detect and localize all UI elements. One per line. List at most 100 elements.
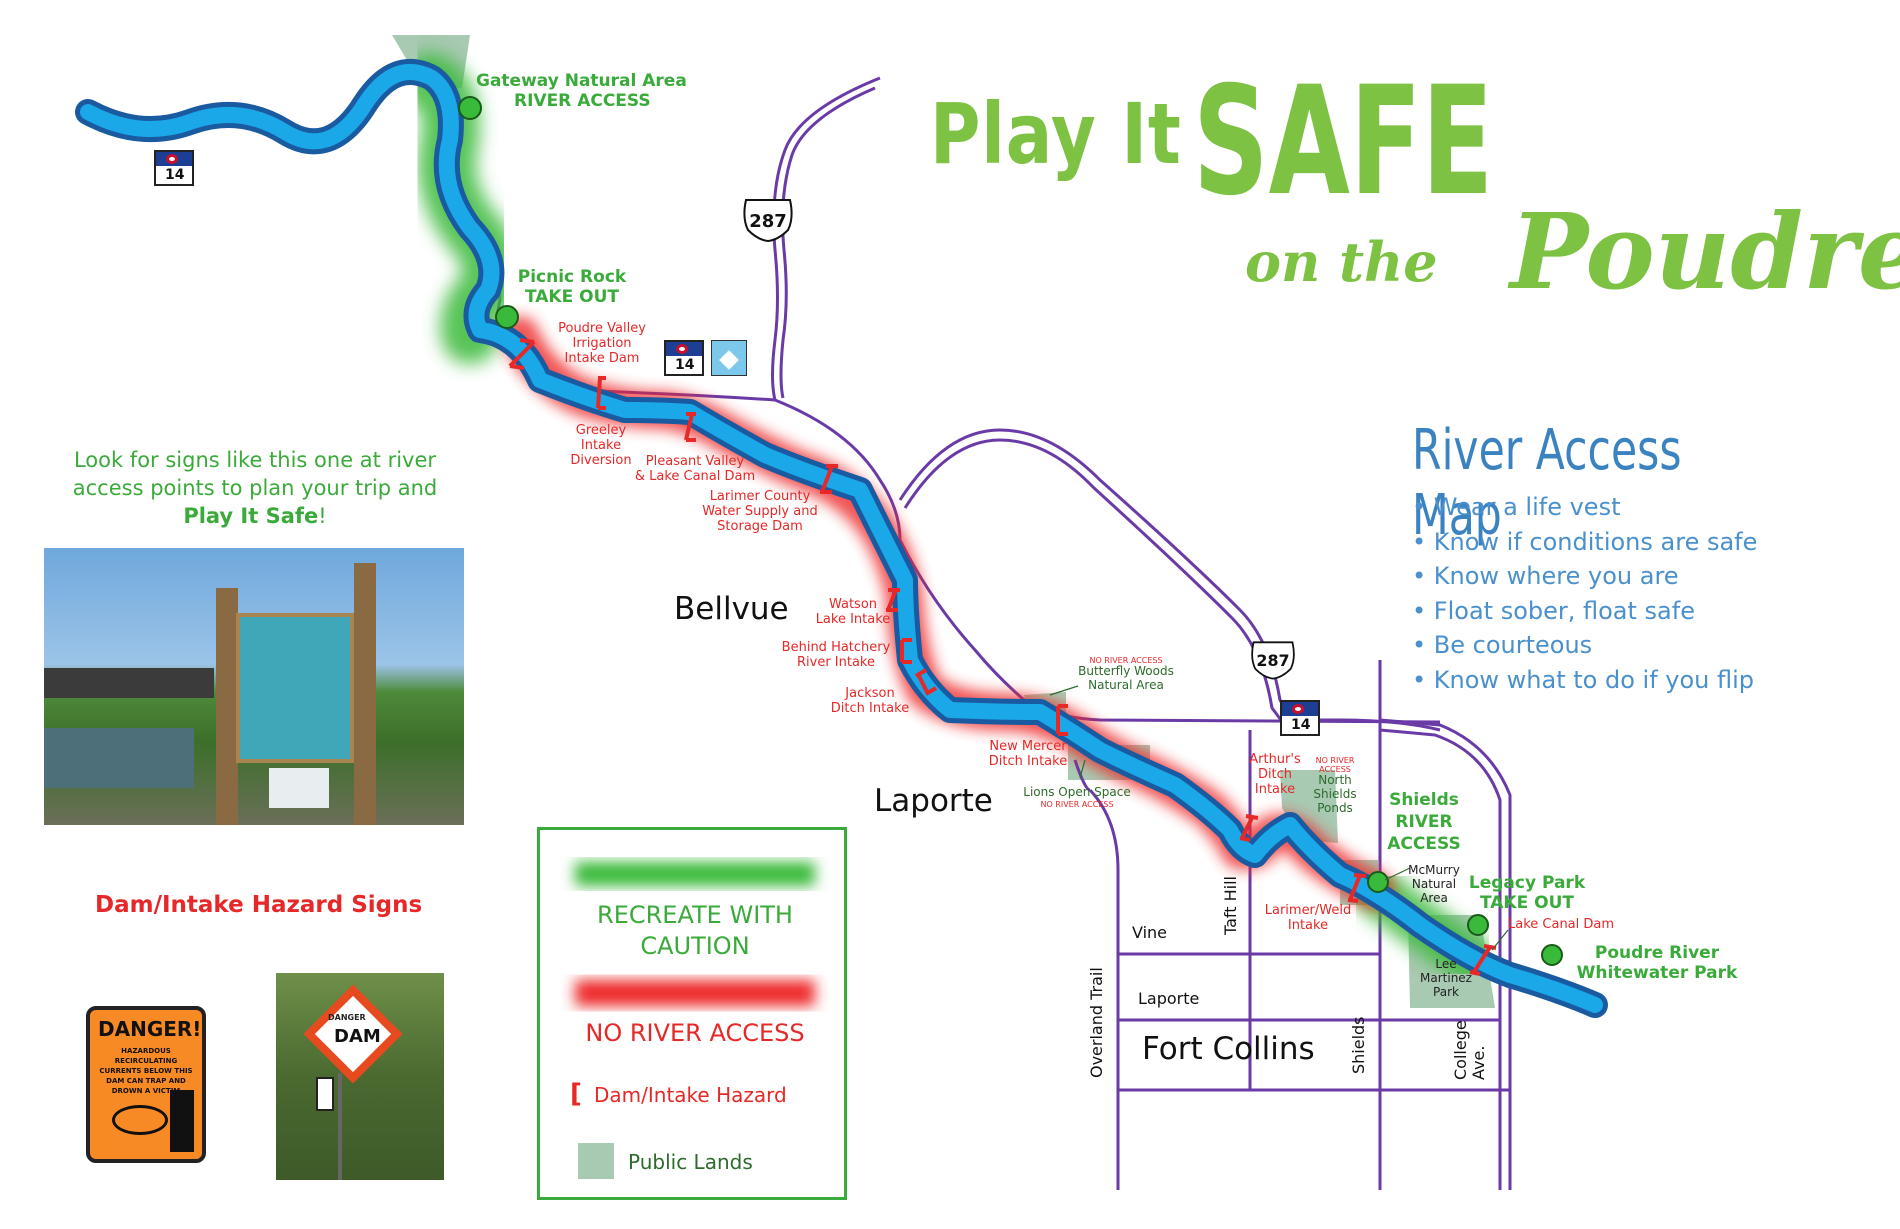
hazard-label-hatchery: Behind Hatchery River Intake	[780, 640, 892, 671]
hwy287-loop-b	[903, 438, 1286, 725]
co14-number: 14	[165, 167, 185, 183]
play-it-safe-emphasis: Play It Safe	[183, 504, 319, 528]
us287-number: 287	[1256, 651, 1289, 670]
hazard-line: River Intake	[796, 654, 875, 670]
river-layer	[75, 58, 1608, 1018]
overland-north	[1073, 759, 1091, 792]
hazard-line: Intake	[1287, 917, 1329, 933]
land-line: Lions Open Space	[1023, 785, 1131, 799]
hazard-line: Greeley	[575, 423, 627, 438]
picnic-rock-label: Picnic Rock TAKE OUT	[512, 267, 632, 307]
gateway-access-dot[interactable]	[458, 96, 482, 120]
hazard-label-watson: Watson Lake Intake	[808, 597, 898, 628]
hwy14-main	[774, 398, 902, 541]
hazard-signs-caption: Dam/Intake Hazard Signs	[95, 892, 423, 918]
legend-red-swatch	[575, 980, 815, 1006]
hazard-line: Arthur's	[1249, 752, 1301, 767]
intro-line: access points to plan your trip and	[72, 476, 438, 500]
hazard-bracket-watson	[886, 588, 900, 612]
hazard-bracket-pleasant	[684, 412, 696, 442]
land-line: Lee	[1435, 957, 1457, 971]
legacy-park-label: Legacy Park TAKE OUT	[1462, 873, 1592, 913]
legacy-name: Legacy Park	[1468, 873, 1586, 893]
mcmurry-label: McMurry Natural Area	[1406, 863, 1462, 905]
intro-text: Look for signs like this one at river ac…	[60, 446, 450, 530]
hazard-line: Watson	[828, 597, 878, 612]
legend-recreate-label: RECREATE WITH CAUTION	[597, 901, 793, 960]
hazard-line: Larimer County	[709, 489, 811, 504]
east-road	[1379, 718, 1512, 1190]
legend-no-access-label: NO RIVER ACCESS	[585, 1019, 805, 1047]
legacy-park-dot[interactable]	[1467, 914, 1489, 936]
street-overland-trail: Overland Trail	[1087, 967, 1106, 1078]
hazard-bracket-larimer-weld	[1347, 873, 1367, 903]
north-shields-ponds-label: NO RIVER ACCESS North Shields Ponds	[1310, 756, 1360, 816]
whitewater-park: Whitewater Park	[1576, 962, 1738, 983]
legend-green-swatch	[575, 862, 815, 886]
town-laporte: Laporte	[874, 783, 993, 819]
picnic-rock-dot[interactable]	[495, 305, 519, 329]
hazard-line: Water Supply and	[702, 503, 818, 519]
hazard-line: Poudre Valley	[558, 321, 646, 336]
safety-tips-list: • Wear a life vest • Know if conditions …	[1412, 490, 1757, 697]
hazard-label-greeley: Greeley Intake Diversion	[566, 423, 636, 469]
whitewater-park-dot[interactable]	[1541, 944, 1563, 966]
hazard-bracket-poudre-valley	[508, 338, 536, 370]
shields-access-dot[interactable]	[1367, 871, 1389, 893]
scenic-byway-icon	[711, 340, 747, 376]
land-line: North	[1318, 773, 1352, 788]
sign-board-photo	[44, 548, 464, 825]
hwy287-north-b	[779, 86, 876, 399]
tip-item: • Know what to do if you flip	[1412, 665, 1755, 694]
co14-number: 14	[675, 357, 695, 373]
us287-shield: 287	[1251, 641, 1295, 680]
leader-lines	[1049, 685, 1509, 951]
lee-martinez-label: Lee Martinez Park	[1418, 957, 1474, 999]
map-legend: RECREATE WITH CAUTION NO RIVER ACCESS [ …	[537, 827, 847, 1200]
legend-public-land-swatch	[578, 1143, 614, 1179]
hazard-label-poudre-valley: Poudre Valley Irrigation Intake Dam	[552, 321, 652, 367]
land-line: Natural	[1411, 876, 1457, 891]
tip-item: • Wear a life vest	[1412, 493, 1621, 521]
intro-exclaim: !	[318, 504, 327, 528]
hazard-bracket-arthurs	[1239, 814, 1259, 842]
us287-shield: 287	[743, 199, 793, 242]
intro-line: Look for signs like this one at river	[73, 448, 437, 472]
title-safe: SAFE	[1193, 55, 1494, 229]
dam-sign-top: DANGER	[328, 1013, 366, 1022]
us287-number: 287	[749, 211, 787, 232]
hazard-label-pleasant-valley: Pleasant Valley & Lake Canal Dam	[630, 454, 760, 485]
legend-dam-hazard-label: Dam/Intake Hazard	[594, 1083, 787, 1107]
gateway-access: RIVER ACCESS	[514, 90, 651, 111]
hazard-label-jackson: Jackson Ditch Intake	[830, 686, 910, 717]
butterfly-woods-label: NO RIVER ACCESS Butterfly Woods Natural …	[1070, 656, 1182, 693]
hazard-label-larimer-county: Larimer County Water Supply and Storage …	[694, 489, 826, 535]
dam-icon	[170, 1090, 194, 1152]
street-laporte: Laporte	[1138, 989, 1200, 1008]
hwy287-loop	[898, 428, 1294, 721]
hazard-label-arthurs: Arthur's Ditch Intake	[1240, 752, 1310, 798]
land-line: Ponds	[1317, 800, 1353, 815]
hazard-bracket-larimer	[820, 464, 838, 494]
street-college-ave: College Ave.	[1451, 1020, 1488, 1080]
land-line: Martinez	[1420, 970, 1472, 985]
picnic-rock-name: Picnic Rock	[517, 267, 627, 287]
land-line: McMurry	[1408, 863, 1460, 877]
co14-shield: 14	[664, 340, 704, 376]
swimmer-icon	[112, 1105, 168, 1135]
danger-sign-text: HAZARDOUS RECIRCULATING CURRENTS BELOW T…	[99, 1047, 193, 1095]
tip-item: • Be courteous	[1412, 631, 1593, 659]
no-access-note: NO RIVER	[1315, 756, 1355, 765]
river-water	[80, 63, 1603, 1013]
east-road-b	[1379, 728, 1502, 1190]
shields-river: RIVER	[1395, 812, 1453, 832]
hazard-bracket-new-mercer	[1056, 704, 1068, 736]
no-access-note: ACCESS	[1319, 765, 1351, 775]
land-line: Park	[1433, 984, 1459, 999]
danger-sign-title: DANGER!	[98, 1017, 202, 1041]
hazard-label-larimer-weld: Larimer/Weld Intake	[1258, 903, 1358, 934]
overland-trail	[1088, 788, 1120, 1190]
hazard-brackets	[508, 338, 1497, 976]
hazard-line: Intake	[580, 437, 622, 453]
